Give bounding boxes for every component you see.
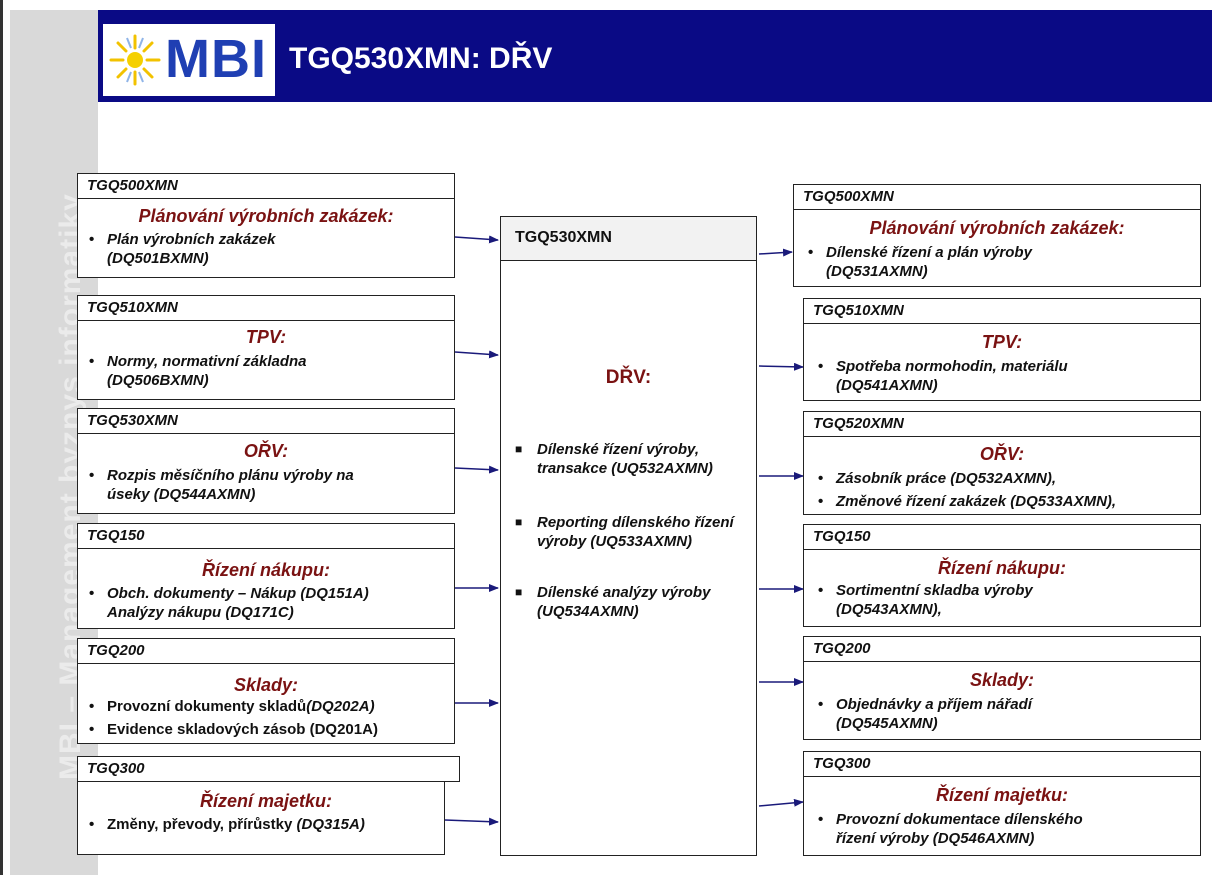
box-tag: TGQ510XMN [77,295,455,321]
box-tag: TGQ500XMN [793,184,1201,210]
box-title: Plánování výrobních zakázek: [138,206,394,226]
box-title: Řízení majetku: [935,785,1069,805]
box-body [77,780,445,855]
list-item: •Objednávky a příjem nářadí(DQ545AXMN) [818,696,1032,732]
box-tag: TGQ530XMN [77,408,455,434]
box-title: TPV: [981,332,1023,352]
center-title: DŘV: [605,367,652,388]
box-body [77,433,455,514]
box-title: OŘV: [243,441,289,461]
center-item: ■Dílenské analýzy výroby (UQ534AXMN) [515,584,711,620]
box-body [803,435,1201,515]
list-item: •Normy, normativní základna(DQ506BXMN) [89,353,307,389]
box-title: Sklady: [233,675,299,695]
list-item: •Plán výrobních zakázek(DQ501BXMN) [89,231,276,267]
box-tag: TGQ300 [77,756,460,782]
list-item: •Provozní dokumenty skladů(DQ202A) [89,698,375,715]
box-body [77,197,455,278]
box-title: Řízení nákupu: [201,560,330,580]
list-item: •Sortimentní skladba výroby(DQ543AXMN), [818,582,1033,618]
list-item: •Dílenské řízení a plán výroby(DQ531AXMN… [808,244,1032,280]
box-body [803,660,1201,740]
page-title: TGQ530XMN: DŘV [289,42,553,75]
box-title: Řízení majetku: [199,791,333,811]
box-title: TPV: [245,327,287,347]
center-item: ■Reporting dílenského řízení výroby (UQ5… [515,514,734,550]
box-tag: TGQ150 [77,523,455,549]
box-tag: TGQ200 [77,638,455,664]
box-title: Plánování výrobních zakázek: [869,218,1125,238]
box-body [77,663,455,744]
box-body [77,319,455,400]
box-tag: TGQ300 [803,751,1201,777]
box-title: OŘV: [979,444,1025,464]
box-tag: TGQ500XMN [77,173,455,199]
center-box: TGQ530XMN DŘV: ■Dílenské řízení výroby, … [500,216,757,856]
center-item: ■Dílenské řízení výroby, transakce (UQ53… [515,441,713,477]
sun-icon [109,34,161,86]
box-body [803,322,1201,401]
box-body [793,208,1201,287]
header-bar [98,10,1212,102]
box-title: Sklady: [969,670,1035,690]
box-tag: TGQ510XMN [803,298,1201,324]
box-tag: TGQ200 [803,636,1201,662]
box-body [77,548,455,629]
box-title: Řízení nákupu: [937,558,1066,578]
list-item: •Obch. dokumenty – Nákup (DQ151A)Analýzy… [89,585,369,621]
list-item: •Spotřeba normohodin, materiálu(DQ541AXM… [818,358,1068,394]
center-tag: TGQ530XMN [501,217,756,261]
mbi-logo: MBI [103,24,275,96]
list-item: •Zásobník práce (DQ532AXMN), [818,470,1057,487]
list-item: •Změny, převody, přírůstky (DQ315A) [89,816,365,833]
list-item: •Změnové řízení zakázek (DQ533AXMN), [818,493,1117,510]
box-tag: TGQ150 [803,524,1201,550]
box-tag: TGQ520XMN [803,411,1201,437]
list-item: •Evidence skladových zásob (DQ201A) [89,721,378,738]
logo-text: MBI [165,29,267,89]
box-body [803,775,1201,856]
